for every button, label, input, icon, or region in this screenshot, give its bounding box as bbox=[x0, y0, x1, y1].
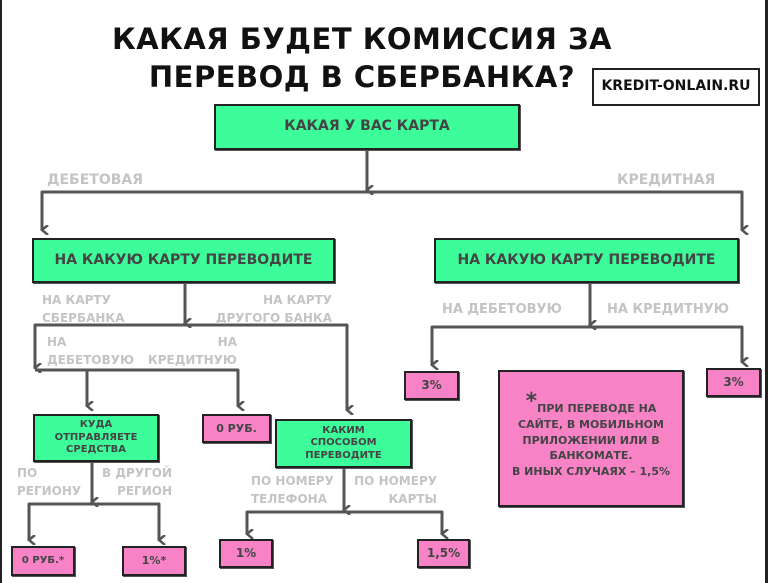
box-line: ПЕРЕВОДИТЕ bbox=[305, 449, 382, 461]
label-by-card: ПО НОМЕРУ КАРТЫ bbox=[337, 472, 437, 508]
label-region-other: В ДРУГОЙ РЕГИОН bbox=[92, 464, 172, 500]
root-question: КАКАЯ У ВАС КАРТА bbox=[214, 104, 520, 150]
label-to-sber: НА КАРТУ СБЕРБАНКА bbox=[42, 291, 125, 327]
title-line-2: ПЕРЕВОД В СБЕРБАНКА? bbox=[148, 60, 576, 94]
label-credit: КРЕДИТНАЯ bbox=[617, 172, 716, 188]
label-by-phone: ПО НОМЕРУ ТЕЛЕФОНА bbox=[251, 472, 334, 508]
label-sber-credit: НА КРЕДИТНУЮ bbox=[137, 333, 237, 369]
debit-question: НА КАКУЮ КАРТУ ПЕРЕВОДИТЕ bbox=[32, 238, 335, 283]
footnote-line: САЙТЕ, В МОБИЛЬНОМ bbox=[518, 417, 664, 431]
result-credit-to-credit: 3% bbox=[706, 368, 761, 397]
footnote: *ПРИ ПЕРЕВОДЕ НА САЙТЕ, В МОБИЛЬНОМ ПРИЛ… bbox=[498, 370, 684, 507]
result-by-phone: 1% bbox=[219, 539, 273, 568]
footnote-line: *ПРИ ПЕРЕВОДЕ НА bbox=[526, 390, 657, 417]
label-credit-to-debit: НА ДЕБЕТОВУЮ bbox=[442, 302, 562, 317]
box-line: КАКИМ bbox=[322, 424, 365, 436]
label-debit: ДЕБЕТОВАЯ bbox=[47, 172, 144, 188]
site-badge: KREDIT-ONLAIN.RU bbox=[592, 68, 760, 106]
label-line: ПО НОМЕРУ bbox=[354, 474, 437, 488]
footnote-text: ПРИ ПЕРЕВОДЕ НА bbox=[537, 401, 657, 415]
footnote-line: В ИНЫХ СЛУЧАЯХ – 1,5% bbox=[511, 465, 671, 479]
label-line: ДРУГОГО БАНКА bbox=[215, 311, 332, 325]
label-line: СБЕРБАНКА bbox=[42, 311, 125, 325]
label-line: КРЕДИТНУЮ bbox=[147, 353, 237, 367]
footnote-line: БАНКОМАТЕ. bbox=[549, 449, 633, 463]
label-line: НА bbox=[217, 335, 237, 349]
label-to-other: НА КАРТУ ДРУГОГО БАНКА bbox=[212, 291, 332, 327]
credit-question: НА КАКУЮ КАРТУ ПЕРЕВОДИТЕ bbox=[434, 238, 739, 283]
result-region-other: 1%* bbox=[122, 546, 186, 576]
box-line: СПОСОБОМ bbox=[310, 437, 377, 449]
result-region-same: 0 РУБ.* bbox=[11, 546, 75, 576]
label-line: ПО НОМЕРУ bbox=[251, 474, 334, 488]
result-by-card: 1,5% bbox=[417, 539, 470, 568]
label-line: НА bbox=[47, 335, 67, 349]
label-credit-to-credit: НА КРЕДИТНУЮ bbox=[607, 302, 729, 317]
asterisk: * bbox=[525, 388, 538, 414]
box-line: СРЕДСТВА bbox=[66, 444, 126, 456]
label-line: РЕГИОНУ bbox=[17, 484, 82, 498]
box-line: КУДА bbox=[79, 419, 113, 431]
result-sber-credit: 0 РУБ. bbox=[202, 414, 271, 443]
label-line: В ДРУГОЙ bbox=[102, 466, 172, 480]
label-sber-debit: НА ДЕБЕТОВУЮ bbox=[47, 333, 134, 369]
footnote-line: ПРИЛОЖЕНИИ ИЛИ В bbox=[522, 433, 660, 447]
title-line-1: КАКАЯ БУДЕТ КОМИССИЯ ЗА bbox=[112, 22, 612, 56]
label-line: ТЕЛЕФОНА bbox=[251, 492, 327, 506]
label-line: ДЕБЕТОВУЮ bbox=[47, 353, 135, 367]
box-line: ОТПРАВЛЯЕТЕ bbox=[54, 431, 138, 443]
label-line: НА КАРТУ bbox=[263, 293, 332, 307]
label-line: НА КАРТУ bbox=[42, 293, 111, 307]
label-line: КАРТЫ bbox=[388, 492, 437, 506]
label-line: ПО bbox=[17, 466, 38, 480]
result-credit-to-debit: 3% bbox=[404, 371, 459, 400]
label-line: РЕГИОН bbox=[117, 484, 172, 498]
label-region-same: ПО РЕГИОНУ bbox=[17, 464, 81, 500]
